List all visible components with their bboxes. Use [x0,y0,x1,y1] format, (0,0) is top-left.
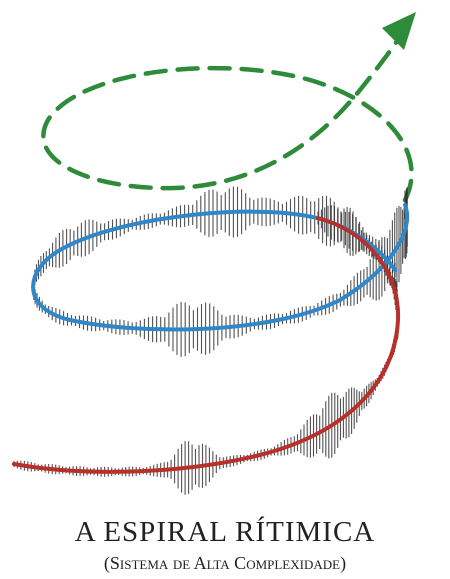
caption-title: A ESPIRAL RÍTIMICA [74,516,376,548]
spiral-diagram [12,12,416,495]
arrow-up-right-icon [382,12,416,50]
caption-subtitle: (Sistema de Alta Complexidade) [103,553,347,573]
red-spiral-curve [12,216,401,474]
green-dashed-spiral [41,29,414,203]
